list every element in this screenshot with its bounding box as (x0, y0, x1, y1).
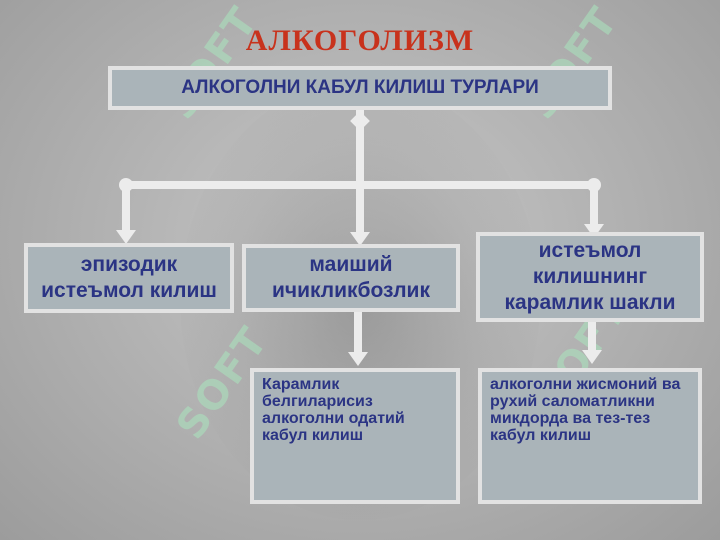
type-node-label: маиший ичикликбозлик (272, 253, 430, 302)
connector-line (122, 189, 130, 233)
detail-node-habitual: Карамлик белгиларисиз алкоголни одатий к… (250, 368, 460, 504)
detail-node-label: алкоголни жисмоний ва рухий саломатликни… (490, 376, 681, 444)
connector-line (588, 320, 596, 352)
detail-node-label: Карамлик белгиларисиз алкоголни одатий к… (262, 376, 405, 444)
connector-line (356, 110, 364, 188)
diagram-title: АЛКОГОЛИЗМ (245, 24, 475, 57)
connector-arrow (350, 232, 370, 246)
detail-node-dependent: алкоголни жисмоний ва рухий саломатликни… (478, 368, 702, 504)
connector-line (590, 189, 598, 227)
connector-line (126, 181, 594, 189)
type-node-dependence: истеъмол килишнинг карамлик шакли (476, 232, 704, 322)
type-node-label: истеъмол килишнинг карамлик шакли (504, 239, 676, 314)
type-node-label: эпизодик истеъмол килиш (41, 253, 217, 302)
type-node-household: маиший ичикликбозлик (242, 244, 460, 312)
connector-line (354, 312, 362, 354)
connector-joint (119, 178, 133, 192)
connector-line (356, 189, 364, 235)
type-node-episodic: эпизодик истеъмол килиш (24, 243, 234, 313)
connector-joint (587, 178, 601, 192)
connector-arrow (116, 230, 136, 244)
root-node-label: АЛКОГОЛНИ КАБУЛ КИЛИШ ТУРЛАРИ (181, 77, 539, 98)
connector-arrow (348, 352, 368, 366)
root-node: АЛКОГОЛНИ КАБУЛ КИЛИШ ТУРЛАРИ (108, 66, 612, 110)
connector-arrow (582, 350, 602, 364)
